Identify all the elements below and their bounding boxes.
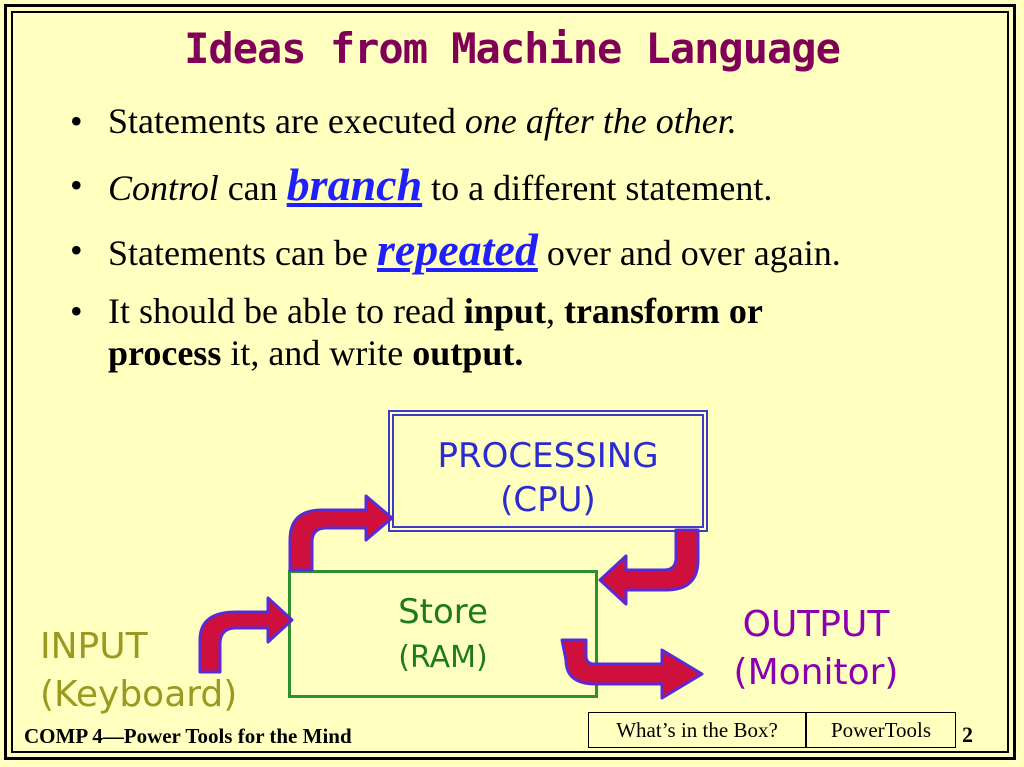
- bullet-text: Statements are executed: [108, 101, 465, 141]
- bullet-text: can: [218, 168, 287, 208]
- store-to-output-arrow: [560, 638, 704, 700]
- store-label: Store: [398, 592, 488, 632]
- processing-label: PROCESSING: [437, 436, 659, 476]
- bullet-dot: •: [70, 101, 83, 141]
- bullet-dot: •: [70, 291, 83, 331]
- slide-title: Ideas from Machine Language: [184, 24, 841, 73]
- processing-to-store-arrow: [598, 528, 700, 606]
- store-sublabel: (RAM): [398, 640, 488, 675]
- bullet-bold: transform or: [563, 291, 763, 331]
- bullet-text: to a different statement.: [422, 168, 773, 208]
- footer-course-title: COMP 4—Power Tools for the Mind: [24, 724, 352, 748]
- bullet-text: over and over again.: [537, 233, 841, 273]
- bullet-text: it, and write: [221, 333, 413, 373]
- processing-sublabel: (CPU): [500, 480, 596, 520]
- bullet-item: • It should be able to read input, trans…: [70, 290, 1015, 374]
- bullet-emphasis: Control: [108, 168, 219, 208]
- bullet-text: Statements can be: [108, 233, 377, 273]
- bullet-dot: •: [70, 165, 83, 205]
- bullet-emphasis: one after the other.: [464, 101, 737, 141]
- footer-powertools-box[interactable]: PowerTools: [806, 712, 956, 748]
- bullet-item: • Statements are executed one after the …: [70, 100, 1015, 142]
- input-label: INPUT: [40, 626, 148, 667]
- bullet-bold: output.: [412, 333, 524, 373]
- bullet-bold: input: [463, 291, 546, 331]
- bullet-item: • Control can branch to a different stat…: [70, 162, 1015, 209]
- store-to-processing-arrow: [288, 494, 394, 572]
- footer-section-box[interactable]: What’s in the Box?: [588, 712, 806, 748]
- repeated-link[interactable]: repeated: [376, 224, 538, 275]
- branch-link[interactable]: branch: [286, 159, 423, 210]
- slide-outer-frame: [4, 4, 1016, 760]
- slide-inner-frame: [11, 11, 1009, 753]
- bullet-list: • Statements are executed one after the …: [70, 100, 1015, 374]
- bullet-text: ,: [545, 291, 564, 331]
- page-number: 2: [962, 722, 973, 747]
- bullet-bold: process: [108, 333, 222, 373]
- input-to-store-arrow: [198, 596, 294, 674]
- processing-box: [388, 410, 708, 532]
- bullet-text: It should be able to read: [108, 291, 464, 331]
- output-sublabel: (Monitor): [733, 652, 899, 693]
- bullet-dot: •: [70, 230, 83, 270]
- input-sublabel: (Keyboard): [40, 674, 238, 715]
- output-label: OUTPUT: [742, 604, 890, 645]
- store-box: [288, 570, 598, 698]
- bullet-item: • Statements can be repeated over and ov…: [70, 227, 1015, 274]
